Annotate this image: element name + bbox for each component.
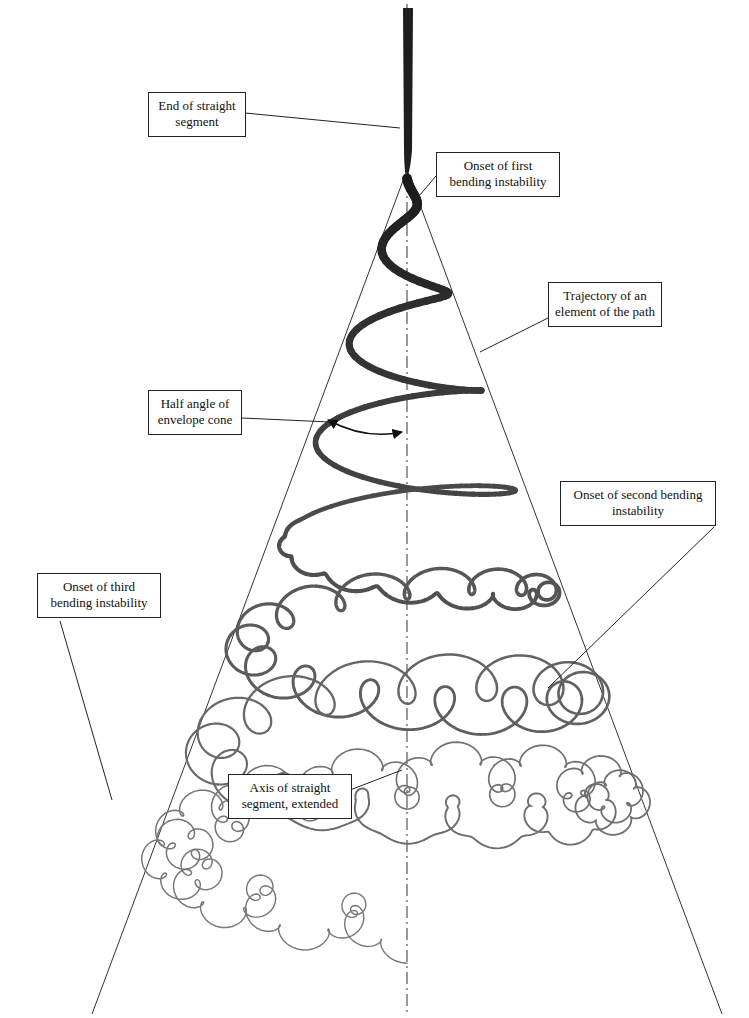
jet-stroke bbox=[226, 635, 260, 675]
jet-stroke bbox=[310, 679, 334, 715]
jet-stroke bbox=[610, 773, 643, 823]
jet-stroke bbox=[493, 594, 509, 609]
jet-stroke bbox=[340, 588, 372, 592]
jet-stroke bbox=[431, 742, 515, 791]
jet-stroke bbox=[288, 520, 300, 529]
leader-line bbox=[60, 621, 112, 800]
jet-stroke bbox=[325, 574, 340, 588]
leader-line bbox=[350, 770, 402, 790]
jet-stroke bbox=[306, 574, 324, 575]
jet-stroke bbox=[511, 571, 527, 595]
jet-stroke bbox=[355, 788, 369, 818]
jet-stroke bbox=[372, 586, 386, 594]
jet-stroke bbox=[278, 609, 294, 628]
jet-stroke bbox=[315, 662, 358, 714]
jet-stroke bbox=[478, 807, 548, 848]
jet-stroke bbox=[456, 491, 473, 497]
callout-text: Onset of first bending instability bbox=[443, 158, 553, 191]
jet-stroke bbox=[363, 477, 380, 482]
jet-stroke bbox=[418, 487, 440, 489]
jet-stroke bbox=[360, 680, 378, 699]
jet-stroke bbox=[438, 492, 457, 494]
leader-line bbox=[548, 527, 714, 688]
jet-stroke bbox=[313, 507, 331, 514]
jet-stroke bbox=[173, 849, 212, 908]
callout-text: End of straight segment bbox=[155, 98, 239, 131]
jet-stroke bbox=[529, 590, 537, 600]
jet-stroke bbox=[259, 647, 276, 675]
callout-box: Onset of second bending instability bbox=[560, 481, 716, 526]
leader-line bbox=[480, 318, 548, 352]
cone-line bbox=[407, 170, 722, 1014]
jet-stroke bbox=[331, 501, 351, 507]
jet-stroke bbox=[461, 483, 479, 488]
jet-stroke bbox=[358, 574, 410, 594]
straight-segment bbox=[403, 8, 413, 175]
leader-line bbox=[413, 176, 436, 203]
jet-stroke bbox=[524, 793, 545, 830]
jet-stroke bbox=[195, 898, 276, 927]
leader-line bbox=[242, 418, 330, 422]
jet-stroke bbox=[489, 766, 515, 807]
jet-stroke bbox=[293, 666, 313, 701]
leader-line bbox=[245, 113, 400, 128]
jet-stroke bbox=[200, 698, 268, 721]
jet-stroke bbox=[469, 579, 475, 595]
jet-stroke bbox=[435, 688, 481, 734]
callout-text: Onset of second bending instability bbox=[567, 487, 709, 520]
callout-box: Onset of first bending instability bbox=[436, 152, 560, 197]
jet-stroke bbox=[316, 586, 344, 611]
jet-stroke bbox=[439, 595, 472, 608]
jet-stroke bbox=[244, 676, 310, 718]
jet-stroke bbox=[472, 594, 493, 608]
callout-box: Axis of straight segment, extended bbox=[228, 774, 352, 819]
jet-stroke bbox=[342, 909, 407, 963]
jet-stroke bbox=[358, 661, 415, 700]
jet-stroke bbox=[540, 666, 564, 705]
jet-stroke bbox=[276, 586, 316, 623]
callout-text: Half angle of envelope cone bbox=[155, 396, 235, 429]
callout-text: Axis of straight segment, extended bbox=[235, 780, 345, 813]
jet-stroke bbox=[361, 696, 435, 730]
jet-stroke bbox=[395, 758, 432, 809]
jet-stroke bbox=[246, 895, 330, 950]
angle-arrow bbox=[328, 420, 402, 434]
jet-stroke bbox=[163, 859, 222, 899]
jet-stroke bbox=[502, 687, 521, 725]
jet-stroke bbox=[517, 699, 582, 732]
jet-stroke bbox=[373, 492, 396, 496]
jet-stroke bbox=[534, 575, 557, 597]
jet-stroke bbox=[231, 625, 269, 642]
jet-stroke bbox=[424, 795, 459, 839]
jet-stroke bbox=[414, 655, 496, 682]
jet-stroke bbox=[445, 795, 478, 841]
jet-stroke bbox=[607, 770, 650, 818]
jet-stroke bbox=[494, 745, 586, 767]
jet-stroke bbox=[374, 754, 419, 805]
jet-stroke bbox=[299, 513, 313, 520]
jet-stroke bbox=[169, 819, 213, 859]
jet-stroke bbox=[476, 681, 497, 700]
jet-stroke bbox=[199, 724, 239, 753]
jet-stroke bbox=[538, 586, 554, 600]
jet-stroke bbox=[292, 560, 307, 574]
jet-stroke bbox=[425, 593, 440, 600]
jet-stroke bbox=[142, 821, 169, 888]
jet-stroke bbox=[396, 489, 419, 492]
jet-stroke bbox=[411, 568, 469, 580]
callout-box: End of straight segment bbox=[148, 92, 246, 137]
callout-text: Trajectory of an element of the path bbox=[555, 288, 655, 321]
jet-stroke bbox=[380, 482, 399, 486]
jet-stroke bbox=[351, 496, 373, 501]
callout-box: Trajectory of an element of the path bbox=[548, 282, 662, 327]
jet-stroke bbox=[244, 713, 271, 734]
jet-stroke bbox=[574, 663, 604, 713]
callout-box: Half angle of envelope cone bbox=[148, 390, 242, 435]
callout-box: Onset of third bending instability bbox=[37, 573, 161, 618]
jet-stroke bbox=[563, 765, 595, 812]
callout-text: Onset of third bending instability bbox=[44, 579, 154, 612]
jet-stroke bbox=[440, 486, 460, 487]
